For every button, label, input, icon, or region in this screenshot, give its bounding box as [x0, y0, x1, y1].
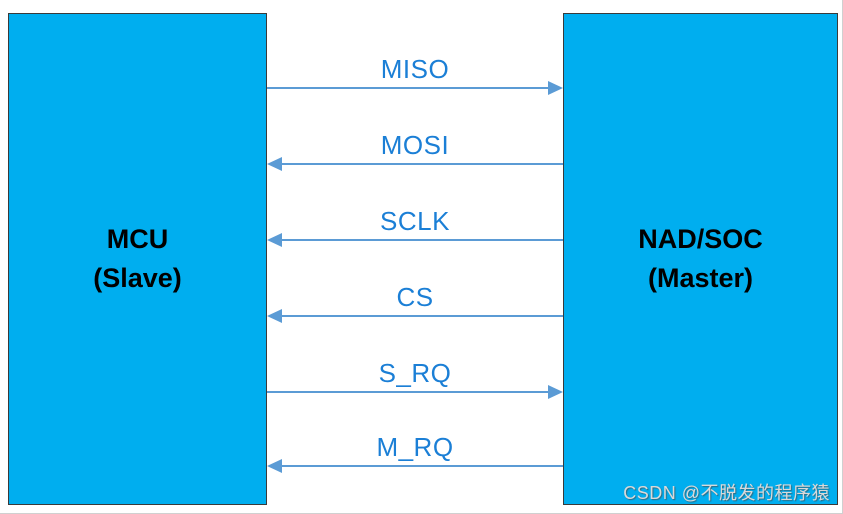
- arrow-line: [280, 315, 563, 317]
- arrow-line: [267, 391, 550, 393]
- signal-cs: CS: [267, 283, 563, 324]
- arrow-line: [280, 239, 563, 241]
- csdn-watermark: CSDN @不脱发的程序猿: [623, 483, 830, 503]
- signal-miso-label: MISO: [380, 54, 450, 84]
- nad-soc-box-role: (Master): [647, 263, 754, 293]
- signal-cs-label: CS: [396, 282, 434, 312]
- signal-mosi: MOSI: [267, 131, 563, 172]
- arrowhead-icon: [548, 385, 563, 399]
- arrow-right-icon: [267, 385, 563, 399]
- arrowhead-icon: [267, 233, 282, 247]
- nad-soc-master-box: NAD/SOC (Master): [563, 13, 838, 505]
- nad-soc-box-name: NAD/SOC: [638, 223, 763, 254]
- mcu-box-role: (Slave): [93, 263, 182, 293]
- signal-s-rq: S_RQ: [267, 359, 563, 400]
- arrow-left-icon: [267, 459, 563, 473]
- signal-sclk: SCLK: [267, 207, 563, 248]
- signal-m-rq-label: M_RQ: [376, 432, 454, 462]
- arrowhead-icon: [267, 459, 282, 473]
- signal-miso: MISO: [267, 55, 563, 96]
- arrow-right-icon: [267, 81, 563, 95]
- arrow-line: [280, 465, 563, 467]
- arrow-left-icon: [267, 309, 563, 323]
- arrow-left-icon: [267, 233, 563, 247]
- mcu-box-name: MCU: [106, 223, 169, 254]
- arrow-line: [267, 87, 550, 89]
- arrowhead-icon: [267, 309, 282, 323]
- arrowhead-icon: [267, 157, 282, 171]
- signal-sclk-label: SCLK: [380, 206, 450, 236]
- arrow-line: [280, 163, 563, 165]
- arrow-left-icon: [267, 157, 563, 171]
- signal-s-rq-label: S_RQ: [378, 358, 452, 388]
- signal-m-rq: M_RQ: [267, 433, 563, 474]
- mcu-slave-box: MCU (Slave): [8, 13, 267, 505]
- arrowhead-icon: [548, 81, 563, 95]
- signal-mosi-label: MOSI: [380, 130, 450, 160]
